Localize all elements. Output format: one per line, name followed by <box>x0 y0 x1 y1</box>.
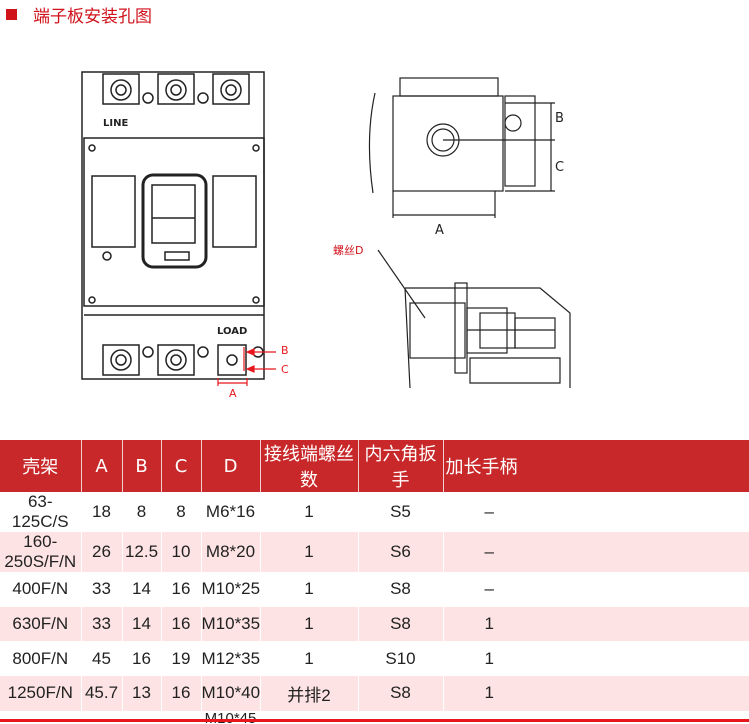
table-cell: 13 <box>122 676 162 711</box>
table-cell: 630F/N <box>0 606 82 642</box>
table-cell: 1 <box>260 641 359 677</box>
table-cell: 1 <box>260 532 359 572</box>
table-cell: 1 <box>260 492 359 532</box>
table-header-row: 壳架 A B C D 接线端螺丝数 内六角扳手 加长手柄 <box>0 440 749 492</box>
table-cell: 错位2 <box>260 710 359 724</box>
table-cell: M10*40 <box>201 676 261 711</box>
load-terminals <box>102 344 264 376</box>
table-cell: 800F/N <box>0 641 82 677</box>
dim-a-top-label: A <box>435 223 444 238</box>
table-cell: S10 <box>358 641 444 677</box>
line-label: LINE <box>103 118 128 129</box>
table-cell: 1 <box>260 572 359 607</box>
table-cell: 并排2 <box>260 676 359 711</box>
table-cell: 33 <box>81 606 123 642</box>
table-cell: 1600F/N <box>0 710 82 724</box>
table-cell: 1 <box>443 676 749 711</box>
dim-b-label: B <box>281 344 289 357</box>
table-cell: 26 <box>81 532 123 572</box>
terminal-dimension-drawing: B C A <box>368 77 564 238</box>
table-cell: M10*45(仅1600A) <box>201 709 261 724</box>
table-cell: 1250F/N <box>0 676 82 711</box>
square-bullet-icon <box>6 8 17 20</box>
table-cell: M10*25 <box>201 572 261 607</box>
table-cell: S8 <box>358 676 444 711</box>
table-cell: M10*35 <box>201 606 261 642</box>
table-cell: 45.7 <box>81 676 123 711</box>
table-cell: M12*35 <box>201 641 261 677</box>
table-cell: 8 <box>161 492 202 532</box>
table-cell: M6*16 <box>201 492 261 532</box>
table-cell: M8*20 <box>201 532 261 572</box>
dim-c-top-label: C <box>555 160 564 175</box>
table-cell: S8 <box>358 710 444 724</box>
screw-d-label: 螺丝D <box>333 244 363 257</box>
header-a: A <box>81 440 123 492</box>
table-cell: 16 <box>161 606 202 642</box>
section-title-text: 端子板安装孔图 <box>33 6 152 27</box>
table-cell: 8 <box>122 492 162 532</box>
table-row: 1600F/N50––M10*45(仅1600A)错位2S81 <box>0 709 749 724</box>
table-cell: S5 <box>358 492 444 532</box>
header-c: C <box>161 440 202 492</box>
section-title: 端子板安装孔图 <box>6 2 152 27</box>
table-cell: 10 <box>161 532 202 572</box>
table-cell: 160-250S/F/N <box>0 532 82 572</box>
table-cell: 19 <box>161 641 202 677</box>
table-cell: 14 <box>122 572 162 607</box>
header-b: B <box>122 440 162 492</box>
dim-c-label: C <box>281 363 289 376</box>
table-cell: S8 <box>358 572 444 607</box>
table-cell: – <box>443 532 749 572</box>
cell-value: M10*45 <box>204 709 257 724</box>
header-d: D <box>201 440 261 492</box>
table-cell: 1 <box>443 710 749 724</box>
table-cell: 63-125C/S <box>0 492 82 532</box>
dim-b-top-label: B <box>555 111 564 126</box>
table-cell: 18 <box>81 492 123 532</box>
breaker-front-drawing: LINE LOAD A B C <box>81 71 289 400</box>
bottom-divider <box>0 719 749 722</box>
table-cell: – <box>122 710 162 724</box>
table-cell: S8 <box>358 606 444 642</box>
header-screw-count: 接线端螺丝数 <box>260 440 359 492</box>
table-cell: 50 <box>81 710 123 724</box>
header-extended-handle: 加长手柄 <box>443 440 749 492</box>
load-label: LOAD <box>217 326 247 337</box>
dim-a-label: A <box>229 387 237 400</box>
table-cell: S6 <box>358 532 444 572</box>
table-cell: 33 <box>81 572 123 607</box>
table-cell: – <box>443 492 749 532</box>
table-cell: 12.5 <box>122 532 162 572</box>
table-cell: 16 <box>161 572 202 607</box>
line-terminals <box>102 73 250 105</box>
table-cell: 14 <box>122 606 162 642</box>
table-cell: – <box>443 572 749 607</box>
header-frame: 壳架 <box>0 440 82 492</box>
table-cell: 400F/N <box>0 572 82 607</box>
table-cell: 1 <box>443 606 749 642</box>
table-cell: 45 <box>81 641 123 677</box>
header-hex-wrench: 内六角扳手 <box>358 440 444 492</box>
table-cell: 1 <box>260 606 359 642</box>
table-cell: 16 <box>122 641 162 677</box>
screw-side-drawing: 螺丝D <box>333 244 571 389</box>
table-cell: 1 <box>443 641 749 677</box>
table-cell: 16 <box>161 676 202 711</box>
table-cell: – <box>161 710 202 724</box>
